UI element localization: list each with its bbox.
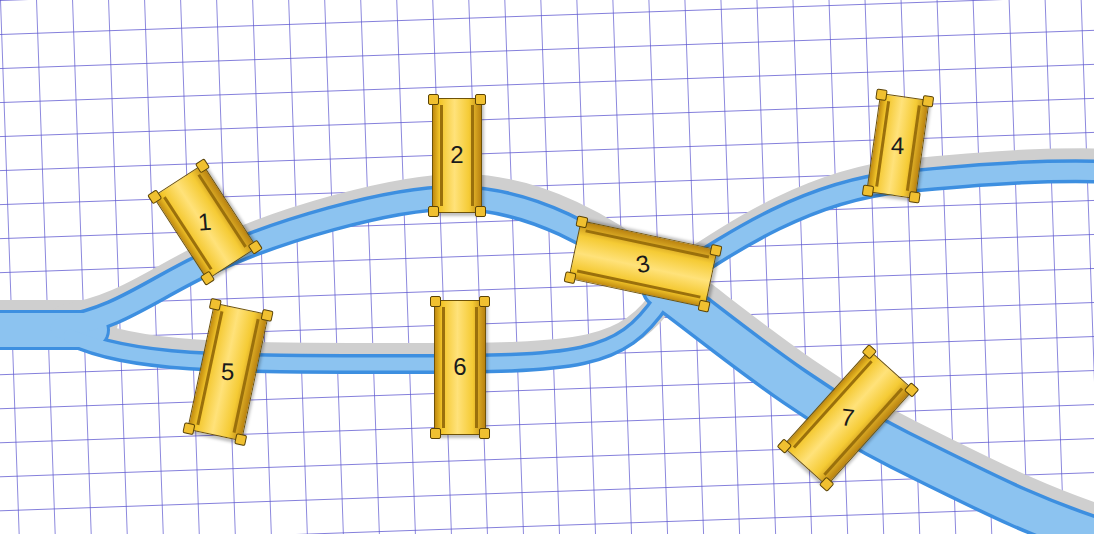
bridge-number: 5 [221, 360, 235, 384]
bridge-number: 2 [450, 143, 463, 167]
bridge-rail [906, 105, 921, 191]
bridge-post [475, 206, 486, 217]
bridge-post [234, 433, 247, 446]
bridge-post [428, 94, 439, 105]
bridge-post [908, 191, 920, 203]
bridge-post [564, 271, 577, 284]
bridge: 6 [434, 300, 486, 435]
bridge-number: 1 [197, 209, 212, 234]
bridge-number: 6 [453, 355, 466, 379]
bridge-rail [471, 105, 474, 206]
bridge-post [862, 185, 874, 197]
bridge-post [182, 422, 195, 435]
bridge-post [261, 309, 274, 322]
bridge-rail [875, 101, 890, 187]
bridge-post [922, 95, 934, 107]
bridge-rail [442, 307, 445, 428]
bridge-number: 3 [634, 251, 652, 277]
bridge-post [479, 296, 490, 307]
bridge-post [875, 88, 887, 100]
bridge-number: 7 [840, 405, 856, 430]
river-water [0, 171, 1094, 534]
bridge-rail [440, 105, 443, 206]
bridge-post [428, 206, 439, 217]
bridge-post [698, 300, 711, 313]
bridge-post [430, 428, 441, 439]
river-edge [0, 171, 1094, 534]
bridge-post [709, 244, 722, 257]
bridge-post [475, 94, 486, 105]
river [0, 163, 1094, 534]
bridge-number: 4 [891, 134, 905, 158]
bridge-post [575, 215, 588, 228]
bridge: 2 [432, 98, 482, 213]
bridge-rail [475, 307, 478, 428]
bridge-post [479, 428, 490, 439]
bridge-post [430, 296, 441, 307]
bridge-post [209, 298, 222, 311]
